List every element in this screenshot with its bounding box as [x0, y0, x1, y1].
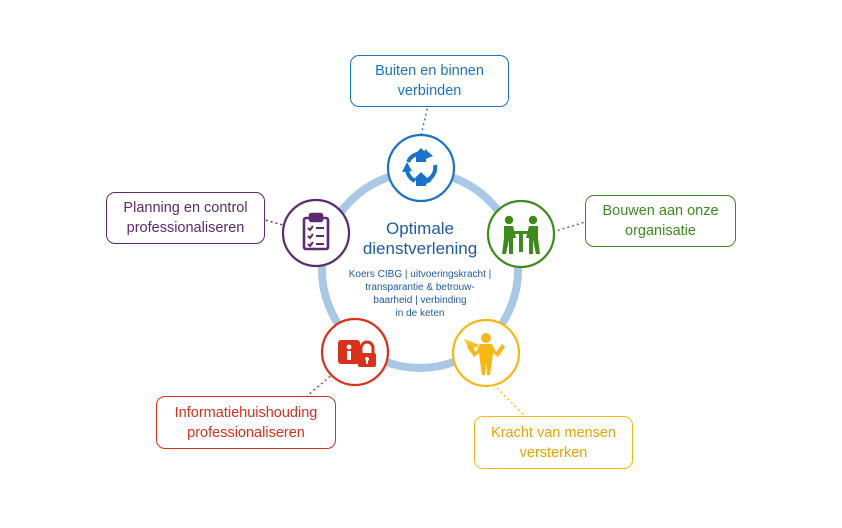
- connector-buiten: [420, 105, 429, 136]
- label-line: verbinden: [397, 83, 462, 99]
- center-sub-line: transparantie & betrouw-: [365, 282, 475, 293]
- people-table-icon: [502, 215, 540, 254]
- center-subtitle: Koers CIBG | uitvoeringskracht | transpa…: [330, 268, 510, 320]
- label-planning: Planning en control professionaliseren: [106, 192, 265, 244]
- label-line: Planning en control: [123, 200, 248, 216]
- label-bouwen: Bouwen aan onze organisatie: [585, 195, 736, 247]
- center-title-line2: dienstverlening: [362, 239, 478, 258]
- connector-informatie: [306, 372, 335, 397]
- label-line: Kracht van mensen: [491, 424, 616, 441]
- node-circle-buiten: [386, 133, 456, 203]
- info-lock-icon: [338, 340, 376, 367]
- superhero-icon: [464, 333, 505, 375]
- center-title-line1: Optimale: [385, 219, 455, 238]
- label-kracht: Kracht van mensen versterken: [474, 416, 633, 469]
- clipboard-checklist-icon: [302, 212, 330, 251]
- center-sub-line: baarheid | verbinding: [373, 295, 467, 306]
- label-line: Bouwen aan onze: [602, 203, 719, 219]
- label-line: versterken: [519, 444, 588, 461]
- label-buiten: Buiten en binnen verbinden: [350, 55, 509, 107]
- label-line: professionaliseren: [126, 220, 245, 236]
- label-informatie: Informatiehuishouding professionaliseren: [156, 396, 336, 449]
- label-line: organisatie: [625, 223, 696, 239]
- connector-bouwen: [552, 221, 586, 233]
- center-title: Optimale dienstverlening: [340, 219, 500, 259]
- recycle-house-icon: [402, 148, 438, 186]
- connector-kracht: [496, 387, 526, 417]
- connector-planning: [264, 219, 288, 227]
- node-circle-planning: [281, 198, 351, 268]
- label-line: Buiten en binnen: [375, 63, 484, 79]
- label-line: Informatiehuishouding: [174, 404, 318, 421]
- center-sub-line: in de keten: [395, 308, 445, 319]
- label-line: professionaliseren: [187, 424, 305, 441]
- center-sub-line: Koers CIBG | uitvoeringskracht |: [348, 269, 492, 280]
